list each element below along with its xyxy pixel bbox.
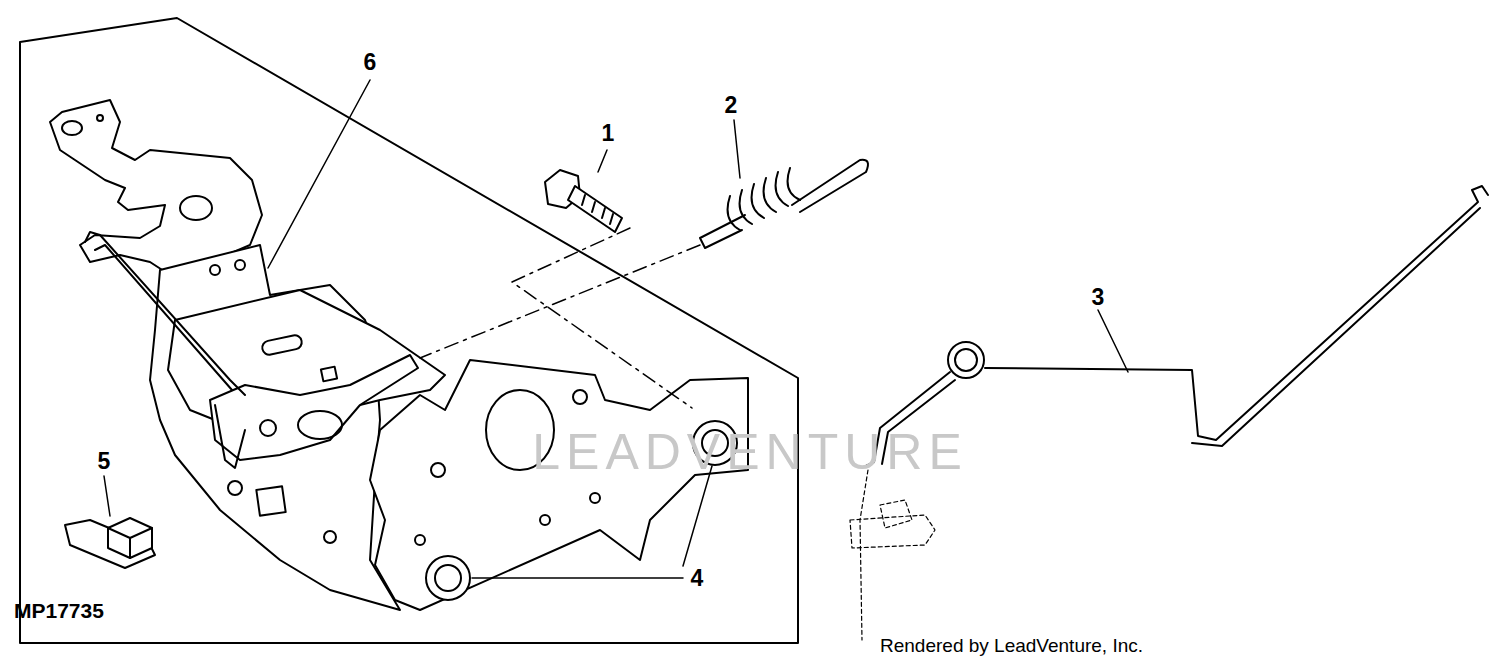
- credit-text: Rendered by LeadVenture, Inc.: [880, 636, 1143, 655]
- leader-line: [598, 150, 607, 172]
- leader-line: [268, 80, 370, 268]
- control-rod: [866, 186, 1488, 466]
- link-wire: [85, 232, 245, 395]
- leader-line: [472, 577, 683, 579]
- leader-line: [104, 476, 110, 516]
- callout-number: 1: [602, 122, 615, 145]
- bracket-side-plate: [370, 360, 748, 610]
- leader-line: [1098, 310, 1128, 372]
- watermark: LEADVENTURE: [532, 427, 968, 477]
- bolt: [545, 170, 622, 232]
- bracket-top-plate: [50, 100, 262, 275]
- spring: [700, 160, 868, 248]
- callout-number: 6: [364, 51, 377, 74]
- bushing: [426, 556, 470, 600]
- callout-number: 3: [1092, 286, 1105, 309]
- leader-line: [734, 120, 740, 178]
- leader-line: [683, 466, 712, 566]
- callout-number: 4: [691, 567, 704, 590]
- figure-number: MP17735: [14, 600, 104, 621]
- phantom-part: [850, 470, 935, 640]
- group-frame: [20, 18, 798, 643]
- callout-number: 5: [98, 450, 111, 473]
- clip: [65, 518, 155, 568]
- callout-number: 2: [725, 94, 738, 117]
